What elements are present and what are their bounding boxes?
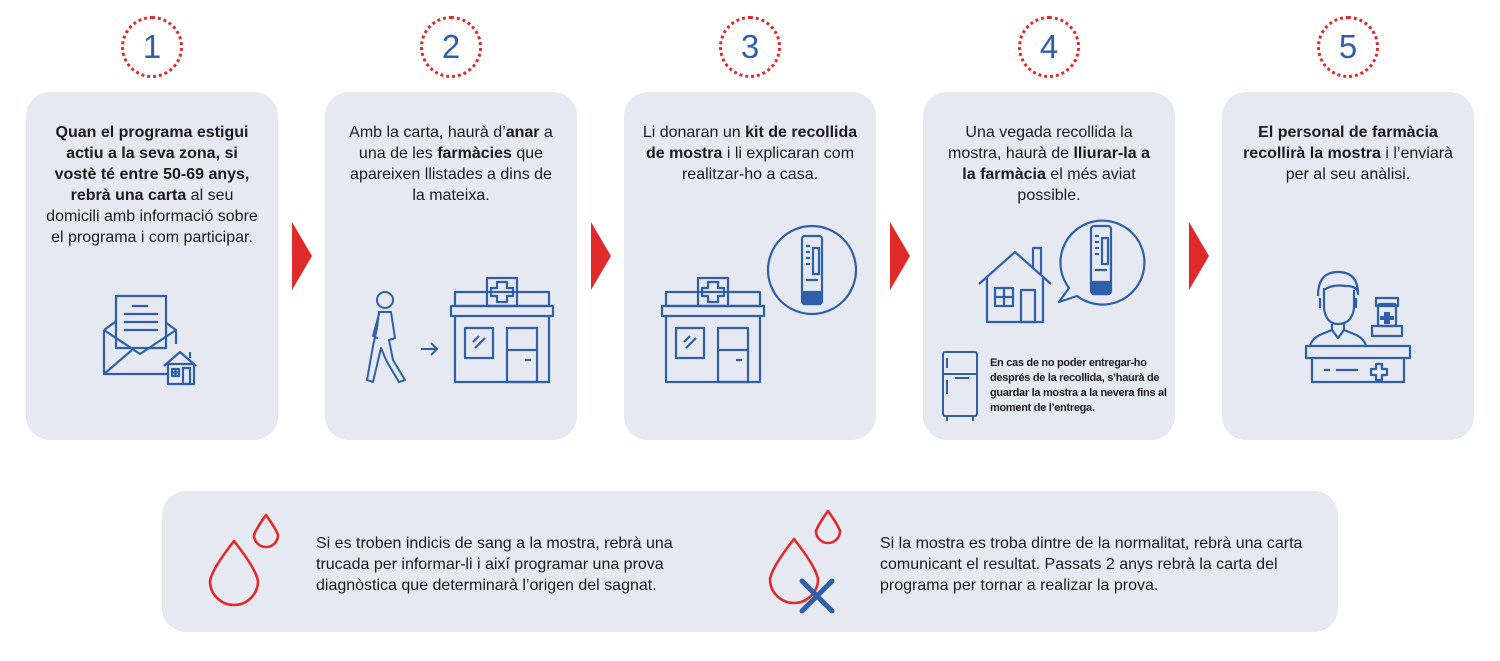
- text-segment: que apareixen llistades a dins de la mat…: [350, 145, 552, 204]
- test-kit-bubble-icon: [1055, 216, 1147, 308]
- text-segment: El personal de farmàcia recollirà la mos…: [1243, 124, 1438, 162]
- text-segment: i l’enviarà per al seu anàlisi.: [1285, 145, 1453, 183]
- negative-result-text: Si la mostra es troba dintre de la norma…: [880, 535, 1303, 594]
- blood-drop-cross-icon: [764, 509, 850, 615]
- step-number-3: 3: [719, 16, 781, 78]
- text-segment: Una vegada recollida la mostra, haurà de: [948, 124, 1133, 162]
- step-card-5: El personal de farmàcia recollirà la mos…: [1222, 92, 1474, 440]
- outcomes-panel: Si es troben indicis de sang a la mostra…: [162, 491, 1338, 632]
- arrow-2-3: [591, 222, 611, 290]
- step-number-5: 5: [1317, 16, 1379, 78]
- step-text-3: Li donaran un kit de recollida de mostra…: [642, 122, 858, 185]
- text-segment: anar: [505, 124, 540, 141]
- fridge-icon: [941, 350, 979, 422]
- text-segment: el més aviat possible.: [1017, 166, 1136, 204]
- step-card-2: Amb la carta, haurà d’anar a una de les …: [325, 92, 577, 440]
- step-number-2: 2: [420, 16, 482, 78]
- step-card-3: Li donaran un kit de recollida de mostra…: [624, 92, 876, 440]
- arrow-1-2: [292, 222, 312, 290]
- envelope-house-icon: [102, 292, 206, 388]
- text-segment: kit de recollida de mostra: [645, 124, 858, 162]
- step-text-4: Una vegada recollida la mostra, haurà de…: [941, 122, 1157, 206]
- text-segment: a una de les: [358, 124, 553, 162]
- arrow-4-5: [1189, 222, 1209, 290]
- step-text-1: Quan el programa estigui actiu a la seva…: [44, 122, 260, 248]
- blood-drops-icon: [204, 513, 284, 607]
- text-segment: Amb la carta, haurà d’: [349, 124, 506, 141]
- right-arrow-icon: [421, 342, 439, 356]
- step-card-4: Una vegada recollida la mostra, haurà de…: [923, 92, 1175, 440]
- text-segment: farmàcies: [437, 145, 512, 162]
- pharmacy-icon: [660, 276, 766, 386]
- text-segment: Quan el programa estigui actiu a la seva…: [54, 124, 250, 183]
- arrow-3-4: [890, 222, 910, 290]
- pharmacist-icon: [1302, 268, 1414, 384]
- step-number-4: 4: [1018, 16, 1080, 78]
- step-card-1: Quan el programa estigui actiu a la seva…: [26, 92, 278, 440]
- fridge-note: En cas de no poder entregar-ho després d…: [990, 357, 1167, 414]
- text-segment: al seu domicili amb informació sobre el …: [46, 187, 258, 246]
- text-segment: Li donaran un: [642, 124, 746, 141]
- pharmacy-icon: [449, 276, 555, 386]
- step-text-5: El personal de farmàcia recollirà la mos…: [1240, 122, 1456, 185]
- walking-person-icon: [361, 288, 411, 388]
- positive-result-text: Si es troben indicis de sang a la mostra…: [316, 535, 673, 594]
- text-segment: lliurar-la a la farmàcia: [962, 145, 1150, 183]
- house-icon: [977, 244, 1057, 324]
- step-text-2: Amb la carta, haurà d’anar a una de les …: [343, 122, 559, 206]
- test-kit-icon: [766, 224, 858, 316]
- text-segment: i li explicaran com realitzar-ho a casa.: [681, 145, 855, 183]
- step-number-1: 1: [121, 16, 183, 78]
- text-segment: rebrà una carta: [70, 187, 187, 204]
